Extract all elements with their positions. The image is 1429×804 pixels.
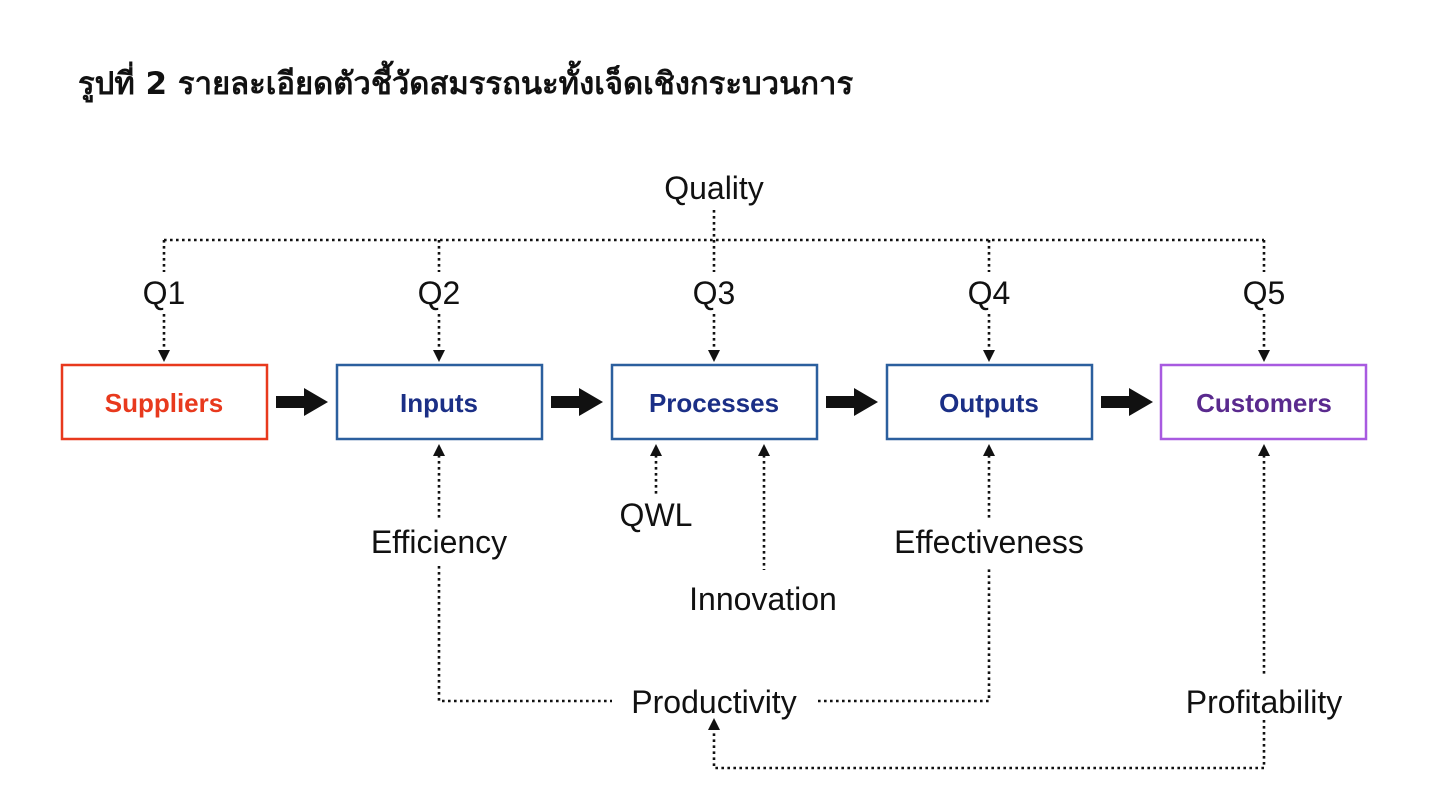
inputs-label: Inputs [400, 388, 478, 418]
flow-arrows [276, 388, 1153, 416]
flow-arrow-1 [276, 388, 328, 416]
qwl-label: QWL [620, 497, 693, 533]
flow-arrow-4 [1101, 388, 1153, 416]
customers-box [1159, 363, 1368, 441]
customers-label: Customers [1196, 388, 1332, 418]
q3-label: Q3 [693, 275, 736, 311]
profitability-label: Profitability [1186, 684, 1343, 720]
q5-label: Q5 [1243, 275, 1286, 311]
q2-label: Q2 [418, 275, 461, 311]
processes-box [610, 363, 819, 441]
effectiveness-label: Effectiveness [894, 524, 1084, 560]
outputs-label: Outputs [939, 388, 1039, 418]
suppliers-label: Suppliers [105, 388, 223, 418]
productivity-label: Productivity [631, 684, 796, 720]
outputs-box [885, 363, 1094, 441]
innovation-label: Innovation [689, 581, 837, 617]
flow-arrow-3 [826, 388, 878, 416]
suppliers-box [60, 363, 269, 441]
figure-title: รูปที่ 2 รายละเอียดตัวชี้วัดสมรรถนะทั้งเ… [78, 66, 854, 102]
bottom-connectors [433, 444, 1270, 770]
quality-bracket [162, 210, 1266, 272]
efficiency-label: Efficiency [371, 524, 507, 560]
inputs-box [335, 363, 544, 441]
q-arrows [158, 314, 1270, 362]
q1-label: Q1 [143, 275, 186, 311]
flow-arrow-2 [551, 388, 603, 416]
processes-label: Processes [649, 388, 779, 418]
quality-label: Quality [664, 170, 764, 206]
q4-label: Q4 [968, 275, 1011, 311]
